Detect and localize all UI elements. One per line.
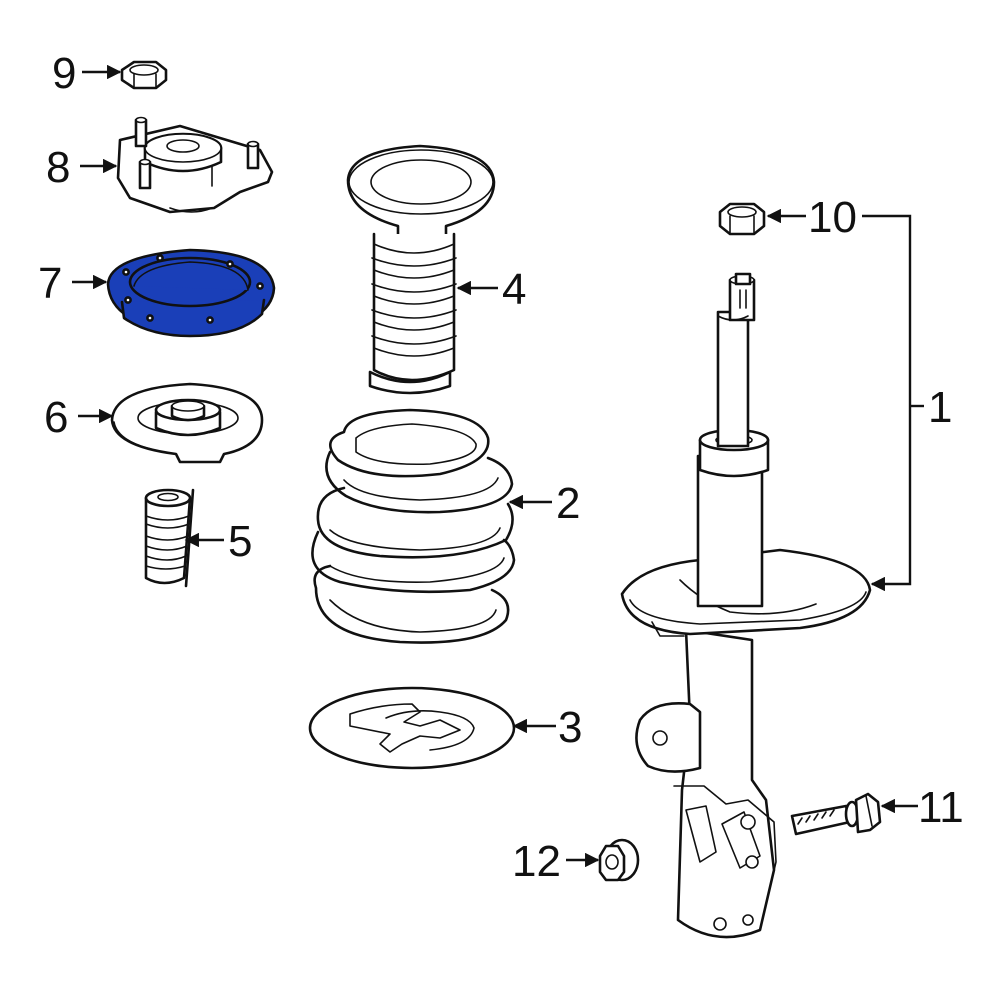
part-7-highlighted-insulator[interactable] — [106, 248, 276, 338]
part-5-bump-stop[interactable] — [144, 488, 195, 588]
callout-9: 9 — [52, 49, 76, 98]
part-3-lower-insulator[interactable] — [308, 686, 516, 770]
callout-12: 12 — [512, 837, 561, 886]
callout-7: 7 — [38, 259, 62, 308]
callout-1: 1 — [928, 383, 952, 432]
callout-5: 5 — [228, 517, 252, 566]
part-10-nut[interactable] — [718, 202, 766, 236]
callout-8: 8 — [46, 143, 70, 192]
part-6-spring-seat[interactable] — [110, 382, 264, 464]
part-12-flange-nut[interactable] — [598, 838, 640, 882]
leader-lines — [72, 64, 924, 868]
callout-3: 3 — [558, 703, 582, 752]
part-8-strut-mount[interactable] — [116, 116, 274, 214]
part-11-bolt[interactable] — [790, 792, 882, 836]
part-9-nut[interactable] — [120, 60, 168, 90]
part-1-strut-assembly[interactable] — [620, 272, 872, 939]
callout-10: 10 — [808, 193, 857, 242]
callout-6: 6 — [44, 393, 68, 442]
part-4-dust-boot[interactable] — [346, 144, 496, 395]
callout-11: 11 — [918, 783, 964, 832]
part-2-coil-spring[interactable] — [311, 408, 516, 644]
callout-4: 4 — [502, 265, 526, 314]
callout-2: 2 — [556, 479, 580, 528]
